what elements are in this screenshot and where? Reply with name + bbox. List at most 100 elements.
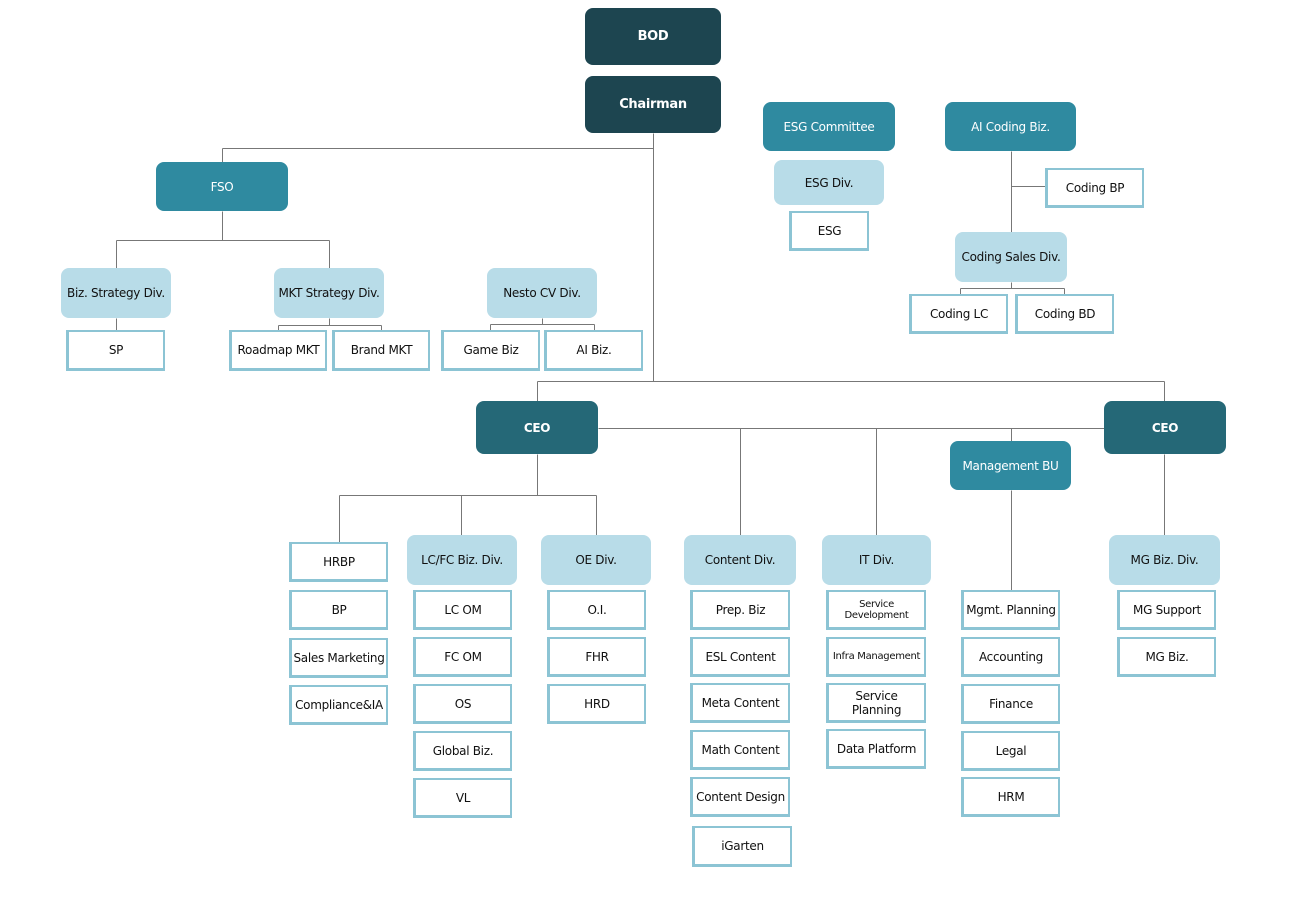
org-node-label: Management BU	[962, 458, 1059, 473]
org-node-label: ESG	[817, 223, 842, 238]
org-node-prep-biz: Prep. Biz	[690, 590, 790, 630]
org-node-label: AI Coding Biz.	[971, 119, 1050, 134]
org-node-label: LC/FC Biz. Div.	[421, 553, 503, 567]
org-node-hrbp: HRBP	[289, 542, 388, 582]
org-node-label: iGarten	[721, 839, 764, 853]
org-node-coding-lc: Coding LC	[909, 294, 1008, 334]
org-node-label: CEO	[1151, 420, 1179, 435]
org-node-os: OS	[413, 684, 512, 724]
org-node-label: O.I.	[587, 602, 607, 617]
org-node-label: FC OM	[444, 649, 482, 664]
org-node-legal: Legal	[961, 731, 1060, 771]
org-node-biz-strategy-div: Biz. Strategy Div.	[61, 268, 171, 318]
org-node-label: VL	[455, 790, 471, 805]
org-node-label: AI Biz.	[576, 343, 612, 357]
org-node-mkt-strategy-div: MKT Strategy Div.	[274, 268, 384, 318]
org-node-label: Legal	[995, 743, 1027, 758]
org-node-label: Brand MKT	[350, 343, 413, 357]
org-node-coding-bp: Coding BP	[1045, 168, 1144, 208]
org-node-oi: O.I.	[547, 590, 646, 630]
org-node-fso: FSO	[156, 162, 288, 211]
org-node-global-biz: Global Biz.	[413, 731, 512, 771]
org-node-label: BOD	[637, 29, 669, 44]
org-node-label: Service Development	[844, 598, 909, 621]
org-node-label: Compliance&IA	[295, 697, 383, 712]
org-node-igarten: iGarten	[692, 826, 792, 867]
org-node-label: BP	[331, 602, 347, 617]
org-node-label: FSO	[210, 179, 234, 194]
org-node-label: OE Div.	[575, 553, 617, 567]
org-node-label: MG Support	[1133, 602, 1201, 617]
org-node-service-planning: Service Planning	[826, 683, 926, 723]
org-node-label: Service Planning	[851, 688, 902, 717]
org-node-ai-biz: AI Biz.	[544, 330, 643, 371]
org-node-roadmap-mkt: Roadmap MKT	[229, 330, 327, 371]
org-node-label: Prep. Biz	[715, 602, 766, 617]
org-node-label: Global Biz.	[432, 743, 494, 758]
org-node-label: MG Biz. Div.	[1130, 553, 1199, 567]
org-node-nesto-cv-div: Nesto CV Div.	[487, 268, 597, 318]
org-node-esg: ESG	[789, 211, 869, 251]
org-node-compliance-ia: Compliance&IA	[289, 685, 388, 725]
org-node-esg-div: ESG Div.	[774, 160, 884, 205]
org-node-label: Mgmt. Planning	[966, 602, 1056, 617]
org-node-mg-biz-div: MG Biz. Div.	[1109, 535, 1220, 585]
org-node-content-div: Content Div.	[684, 535, 796, 585]
org-node-sales-marketing: Sales Marketing	[289, 638, 388, 678]
org-node-label: ESL Content	[705, 649, 776, 664]
org-node-infra-management: Infra Management	[826, 637, 926, 677]
org-node-label: Coding Sales Div.	[961, 250, 1061, 264]
org-node-label: ESG Div.	[804, 175, 854, 190]
org-node-coding-bd: Coding BD	[1015, 294, 1114, 334]
org-node-bp: BP	[289, 590, 388, 630]
org-node-hrm: HRM	[961, 777, 1060, 817]
org-node-label: Coding LC	[929, 306, 989, 321]
org-node-lc-om: LC OM	[413, 590, 512, 630]
org-node-label: Content Design	[696, 789, 785, 804]
org-node-chairman: Chairman	[585, 76, 721, 133]
org-node-label: Data Platform	[836, 741, 917, 756]
org-node-finance: Finance	[961, 684, 1060, 724]
org-node-mgmt-planning: Mgmt. Planning	[961, 590, 1060, 630]
org-node-label: Chairman	[619, 97, 687, 112]
org-node-label: Roadmap MKT	[237, 343, 320, 357]
org-node-label: Finance	[989, 696, 1033, 711]
org-node-label: Content Div.	[704, 553, 776, 567]
org-node-mg-support: MG Support	[1117, 590, 1216, 630]
org-node-management-bu: Management BU	[950, 441, 1071, 490]
org-node-esg-committee: ESG Committee	[763, 102, 895, 151]
org-node-label: LC OM	[444, 602, 482, 617]
org-node-label: Game Biz	[463, 343, 519, 357]
org-node-hrd: HRD	[547, 684, 646, 724]
org-node-fc-om: FC OM	[413, 637, 512, 677]
org-node-label: SP	[108, 343, 124, 357]
org-node-label: MG Biz.	[1145, 649, 1189, 664]
org-node-ceo-left: CEO	[476, 401, 598, 454]
org-node-sp: SP	[66, 330, 165, 371]
org-node-label: Biz. Strategy Div.	[67, 286, 165, 300]
org-node-label: HRD	[584, 696, 610, 711]
org-node-meta-content: Meta Content	[690, 683, 790, 723]
org-node-label: Nesto CV Div.	[503, 286, 581, 300]
org-node-bod: BOD	[585, 8, 721, 65]
org-node-vl: VL	[413, 778, 512, 818]
org-node-math-content: Math Content	[690, 730, 790, 770]
org-node-brand-mkt: Brand MKT	[332, 330, 430, 371]
org-node-service-development: Service Development	[826, 590, 926, 630]
org-node-label: Accounting	[978, 649, 1043, 664]
org-node-mg-biz: MG Biz.	[1117, 637, 1216, 677]
org-node-ceo-right: CEO	[1104, 401, 1226, 454]
org-node-esl-content: ESL Content	[690, 637, 790, 677]
org-node-accounting: Accounting	[961, 637, 1060, 677]
org-node-label: HRM	[997, 789, 1025, 804]
org-node-coding-sales-div: Coding Sales Div.	[955, 232, 1067, 282]
org-node-label: IT Div.	[858, 553, 895, 567]
org-node-lcfc-biz-div: LC/FC Biz. Div.	[407, 535, 517, 585]
org-node-content-design: Content Design	[690, 777, 790, 817]
org-node-label: ESG Committee	[783, 119, 875, 134]
org-node-label: CEO	[523, 420, 551, 435]
org-node-data-platform: Data Platform	[826, 729, 926, 769]
org-node-label: FHR	[585, 649, 609, 664]
org-node-label: Math Content	[701, 742, 780, 757]
